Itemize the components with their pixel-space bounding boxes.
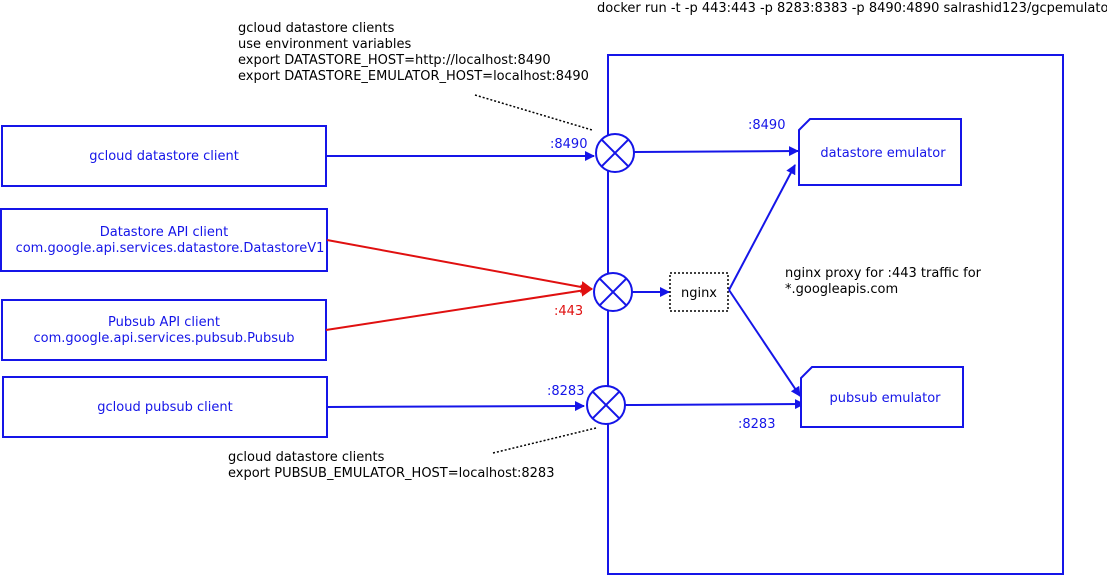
- client-sublabel: com.google.api.services.datastore.Datast…: [16, 241, 325, 256]
- edge-nginx-pubsub-emulator: [728, 289, 801, 397]
- client-label: Pubsub API client: [108, 315, 220, 330]
- nginx-proxy-note: nginx proxy for :443 traffic for *.googl…: [785, 266, 982, 297]
- docker-command: docker run -t -p 443:443 -p 8283:8383 -p…: [597, 1, 1107, 16]
- edge-8490-datastore-emulator: [633, 146, 799, 157]
- pubsub-env-note: gcloud datastore clients export PUBSUB_E…: [228, 450, 554, 481]
- nginx-box: nginx: [669, 272, 729, 312]
- port-label-443-in: :443: [554, 304, 583, 319]
- pubsub-note-pointer: [492, 427, 597, 454]
- edge-8283-pubsub-emulator: [624, 399, 805, 410]
- client-label: gcloud datastore client: [89, 149, 239, 164]
- client-label: gcloud pubsub client: [97, 400, 232, 415]
- note-line: nginx proxy for :443 traffic for: [785, 266, 982, 281]
- emulator-label: datastore emulator: [820, 146, 946, 161]
- port-label-8490-out: :8490: [748, 118, 785, 133]
- note-line: use environment variables: [238, 37, 412, 52]
- note-line: export DATASTORE_HOST=http://localhost:8…: [238, 53, 551, 68]
- datastore-env-note: gcloud datastore clients use environment…: [238, 21, 589, 84]
- client-label: Datastore API client: [100, 225, 228, 240]
- client-gcloud-pubsub: gcloud pubsub client: [2, 376, 328, 438]
- client-pubsub-api: Pubsub API client com.google.api.service…: [1, 299, 327, 361]
- port-node-8490: [595, 133, 635, 173]
- datastore-note-pointer: [474, 94, 593, 131]
- port-label-8283-out: :8283: [738, 417, 775, 432]
- note-line: *.googleapis.com: [785, 282, 898, 297]
- edge-pubsub-client-8283: [326, 401, 585, 412]
- edge-pubsub-api-443: [325, 284, 593, 331]
- pubsub-emulator-box: pubsub emulator: [800, 366, 964, 428]
- port-label-8283-in: :8283: [547, 384, 584, 399]
- note-line: gcloud datastore clients: [228, 450, 385, 465]
- nginx-label: nginx: [681, 286, 717, 301]
- note-line: export DATASTORE_EMULATOR_HOST=localhost…: [238, 69, 589, 84]
- client-datastore-api: Datastore API client com.google.api.serv…: [0, 208, 328, 272]
- client-gcloud-datastore: gcloud datastore client: [1, 125, 327, 187]
- note-line: export PUBSUB_EMULATOR_HOST=localhost:82…: [228, 466, 554, 481]
- client-sublabel: com.google.api.services.pubsub.Pubsub: [34, 331, 295, 346]
- port-node-443: [593, 272, 633, 312]
- port-node-8283: [586, 385, 626, 425]
- emulator-label: pubsub emulator: [829, 391, 941, 406]
- note-line: gcloud datastore clients: [238, 21, 395, 36]
- edge-datastore-api-443: [326, 239, 593, 293]
- port-label-8490-in: :8490: [550, 137, 587, 152]
- container-box: [607, 54, 1064, 575]
- datastore-emulator-box: datastore emulator: [798, 118, 962, 186]
- edge-nginx-datastore-emulator: [728, 164, 796, 291]
